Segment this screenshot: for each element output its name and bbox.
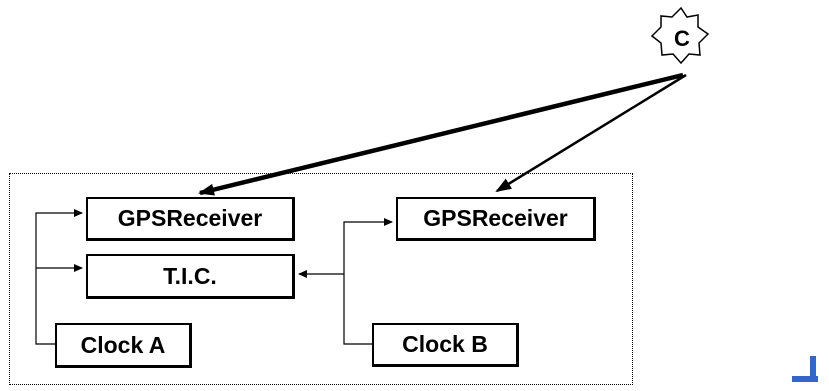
- gps-receiver-a: GPSReceiver: [86, 197, 295, 241]
- bus-clock-b: [343, 218, 393, 345]
- clock-a-label: Clock A: [80, 331, 166, 358]
- gps-receiver-b-label: GPSReceiver: [423, 205, 568, 231]
- station-group-frame: [9, 173, 633, 385]
- clock-b: Clock B: [372, 323, 519, 367]
- gps-receiver-a-label: GPSReceiver: [117, 205, 263, 231]
- star-icon: [650, 6, 710, 65]
- link-source-to-gps-b: [495, 73, 687, 193]
- bus-clock-a: [35, 209, 83, 345]
- clock-b-label: Clock B: [402, 331, 488, 357]
- corner-mark-icon: [792, 356, 818, 382]
- clock-a: Clock A: [55, 323, 192, 368]
- time-interval-counter: T.I.C.: [86, 254, 295, 299]
- common-view-source-label: C: [674, 26, 690, 51]
- tic-label: T.I.C.: [163, 262, 217, 289]
- gps-receiver-b: GPSReceiver: [396, 197, 596, 241]
